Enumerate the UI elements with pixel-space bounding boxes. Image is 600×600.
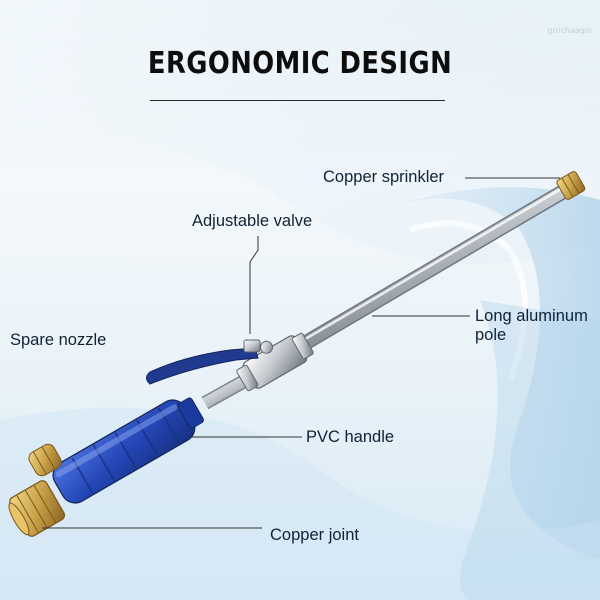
title-underline [150,100,445,101]
valve-lever [146,339,261,385]
label-adjustable-valve: Adjustable valve [192,212,313,230]
label-long-aluminum-pole-line1: Long aluminum [475,307,588,325]
label-copper-sprinkler: Copper sprinkler [323,168,445,186]
blue-pvc-handle [52,397,204,504]
page-title: ERGONOMIC DESIGN [147,46,453,81]
callout-leader-lines [42,177,560,529]
label-spare-nozzle: Spare nozzle [10,331,107,349]
label-long-aluminum-pole: Long aluminum pole [475,307,588,345]
ball-valve-body [236,332,314,392]
spare-nozzle [28,443,62,477]
label-pvc-handle: PVC handle [306,428,395,446]
aluminum-pole [286,183,570,359]
label-copper-joint: Copper joint [270,526,359,544]
copper-sprinkler-tip [556,171,586,200]
leader-adjustable-valve [249,236,259,334]
watermark-text: gmchaagin [547,26,592,35]
copper-hose-joint [8,480,66,537]
label-long-aluminum-pole-line2: pole [475,326,507,344]
